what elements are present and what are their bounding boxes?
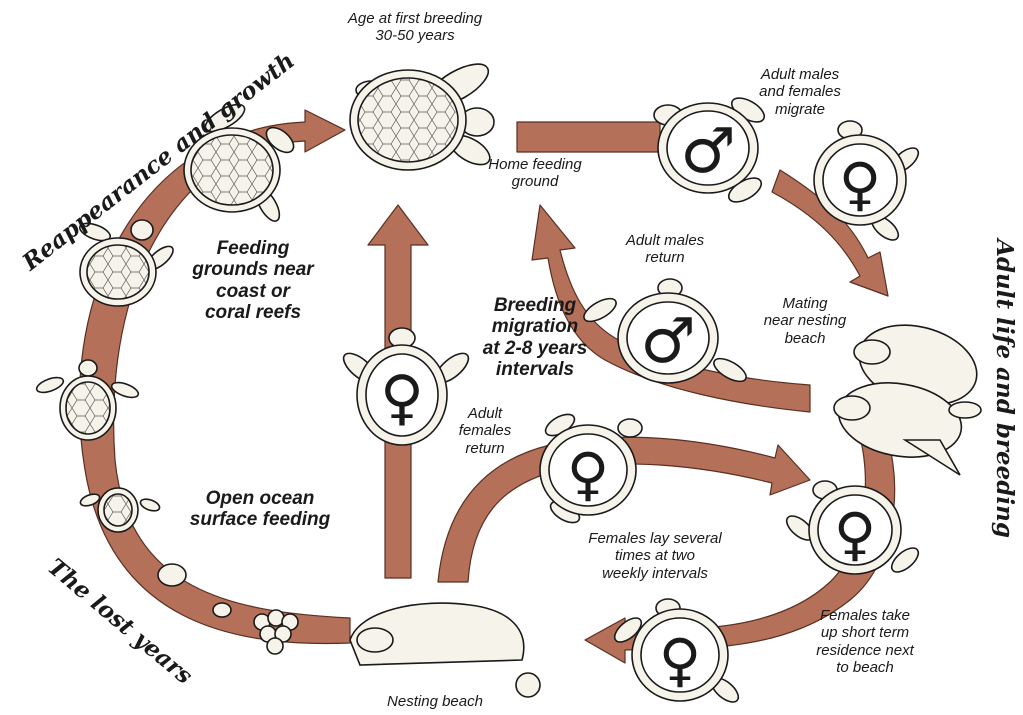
hatchling-turtle: [79, 488, 161, 532]
section-adult-life: Adult life and breeding: [991, 239, 1018, 538]
label-females-return: Adult females return: [440, 405, 530, 457]
male-symbol-returning: ♂: [640, 304, 696, 377]
nesting-turtle: [350, 603, 540, 697]
label-adults-migrate: Adult males and females migrate: [735, 66, 865, 118]
female-symbol-residence: ♀: [834, 500, 876, 568]
male-symbol-migrating: ♂: [680, 114, 736, 187]
label-home-feeding-ground: Home feeding ground: [460, 156, 610, 191]
label-open-ocean: Open ocean surface feeding: [160, 488, 360, 531]
label-age-first-breeding: Age at first breeding 30-50 years: [330, 10, 500, 45]
adult-turtle-top: [350, 56, 495, 171]
label-nesting-beach: Nesting beach: [360, 693, 510, 710]
female-symbol-migrating: ♀: [839, 150, 881, 218]
label-females-lay: Females lay several times at two weekly …: [555, 530, 755, 582]
label-short-term-residence: Females take up short term residence nex…: [795, 607, 935, 676]
migrate-arrow-top: [517, 122, 660, 152]
female-symbol-near-beach: ♀: [659, 626, 701, 694]
female-symbol-vertical: ♀: [380, 363, 424, 433]
label-males-return: Adult males return: [610, 232, 720, 267]
female-symbol-laying: ♀: [567, 440, 609, 508]
eggs-cluster: [254, 610, 298, 654]
juvenile-turtle-small: [35, 360, 140, 440]
label-feeding-grounds: Feeding grounds near coast or coral reef…: [178, 238, 328, 323]
label-breeding-migration: Breeding migration at 2-8 years interval…: [460, 295, 610, 380]
label-mating: Mating near nesting beach: [745, 295, 865, 347]
